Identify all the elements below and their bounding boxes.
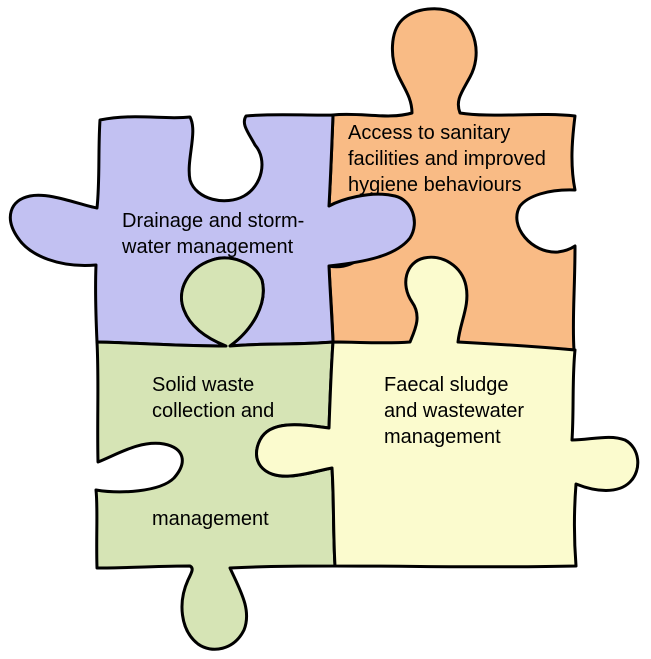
- faecal-sludge-label-line-2: and wastewater: [384, 400, 525, 422]
- solid-waste-label-line-3: management: [152, 508, 269, 530]
- drainage-label: Drainage and storm- water management: [122, 208, 304, 260]
- sanitation-label: Access to sanitary facilities and improv…: [348, 120, 546, 198]
- sanitation-label-line-1: Access to sanitary: [348, 122, 511, 144]
- sanitation-label-line-3: hygiene behaviours: [348, 174, 522, 196]
- drainage-label-line-2: water management: [122, 236, 294, 258]
- drainage-label-line-1: Drainage and storm-: [122, 210, 305, 232]
- faecal-sludge-label-line-3: management: [384, 426, 501, 448]
- faecal-sludge-label: Faecal sludge and wastewater management: [384, 372, 524, 450]
- solid-waste-label-line-1: Solid waste: [152, 374, 255, 396]
- faecal-sludge-label-line-1: Faecal sludge: [384, 374, 509, 396]
- sanitation-label-line-2: facilities and improved: [348, 148, 546, 170]
- solid-waste-label-line-2: collection and: [152, 400, 275, 422]
- solid-waste-label: Solid waste collection and: [152, 372, 274, 424]
- piece-faecal-sludge-shape: [255, 255, 640, 569]
- solid-waste-label-bottom: management: [152, 506, 269, 532]
- puzzle-piece-faecal-sludge: [255, 255, 640, 569]
